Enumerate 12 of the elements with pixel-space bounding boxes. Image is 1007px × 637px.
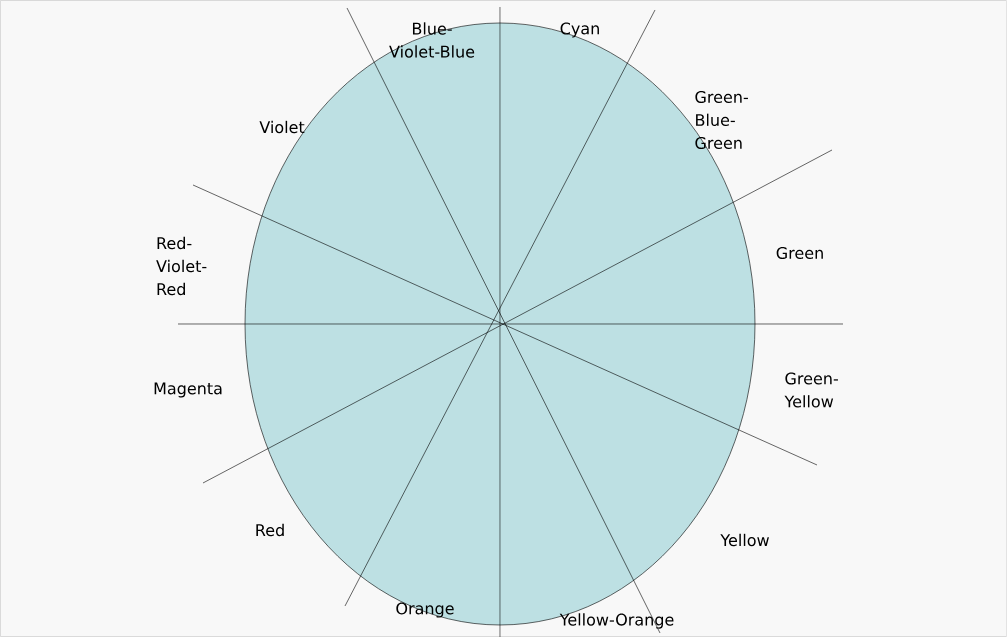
- color-label: Magenta: [154, 382, 222, 398]
- color-label: Green: [776, 246, 823, 260]
- color-label: Red: [256, 523, 284, 537]
- color-label: Orange: [396, 602, 454, 618]
- color-label: Green-Yellow: [784, 372, 838, 408]
- color-label: Blue-Violet-Blue: [389, 22, 475, 58]
- color-label: Yellow: [720, 533, 769, 547]
- color-label: Yellow-Orange: [559, 613, 674, 629]
- color-label: Red-Violet-Red: [156, 236, 207, 296]
- color-label: Violet: [259, 120, 305, 134]
- color-label: Cyan: [560, 22, 599, 38]
- color-label: Green-Blue-Green: [695, 90, 748, 150]
